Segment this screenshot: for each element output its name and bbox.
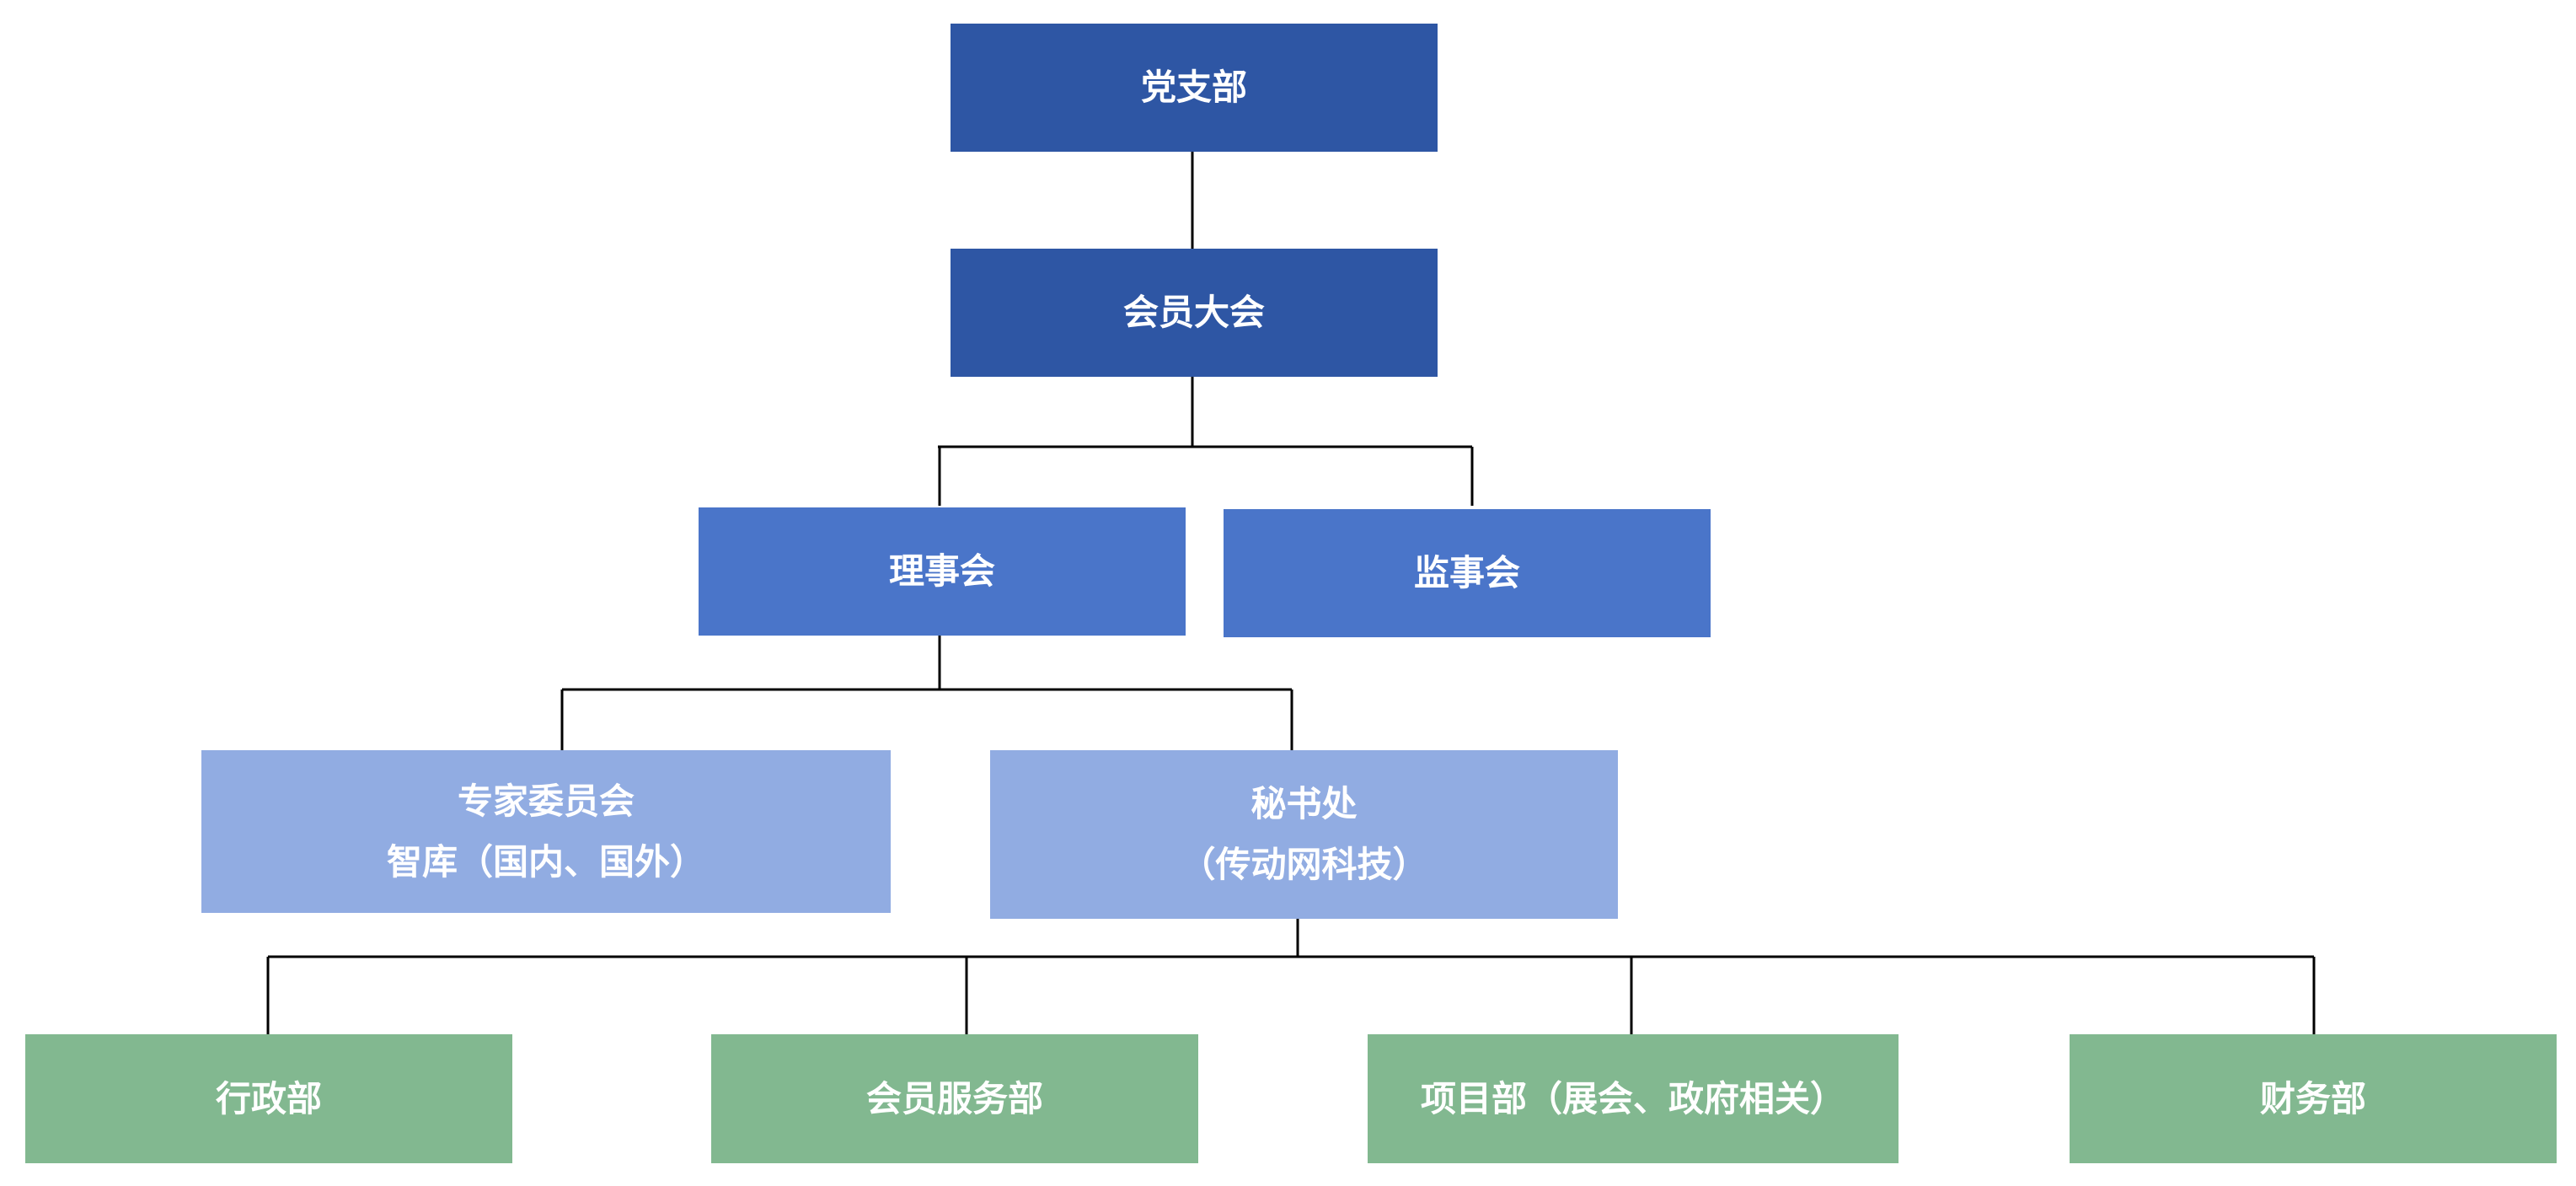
party-branch-box: 党支部 bbox=[951, 24, 1438, 152]
general-assembly-label: 会员大会 bbox=[1122, 292, 1265, 333]
expert-committee-box: 专家委员会 智库（国内、国外） bbox=[201, 750, 891, 913]
expert-committee-label: 专家委员会 bbox=[457, 780, 635, 822]
secretariat-box: 秘书处 （传动网科技） bbox=[990, 750, 1618, 919]
project-dept-box: 项目部（展会、政府相关） bbox=[1368, 1034, 1899, 1163]
secretariat-sublabel: （传动网科技） bbox=[1180, 844, 1428, 885]
project-dept-label: 项目部（展会、政府相关） bbox=[1420, 1077, 1845, 1119]
member-services-dept-label: 会员服务部 bbox=[865, 1077, 1043, 1119]
general-assembly-box: 会员大会 bbox=[951, 249, 1438, 377]
member-services-dept-box: 会员服务部 bbox=[711, 1034, 1198, 1163]
council-box: 理事会 bbox=[699, 507, 1186, 636]
council-label: 理事会 bbox=[888, 550, 995, 592]
finance-dept-label: 财务部 bbox=[2259, 1077, 2366, 1119]
supervisory-board-label: 监事会 bbox=[1413, 552, 1520, 593]
secretariat-label: 秘书处 bbox=[1251, 783, 1358, 824]
finance-dept-box: 财务部 bbox=[2070, 1034, 2557, 1163]
admin-dept-box: 行政部 bbox=[25, 1034, 512, 1163]
expert-committee-sublabel: 智库（国内、国外） bbox=[386, 840, 705, 883]
party-branch-label: 党支部 bbox=[1140, 67, 1247, 108]
admin-dept-label: 行政部 bbox=[215, 1077, 322, 1119]
supervisory-board-box: 监事会 bbox=[1224, 509, 1711, 637]
